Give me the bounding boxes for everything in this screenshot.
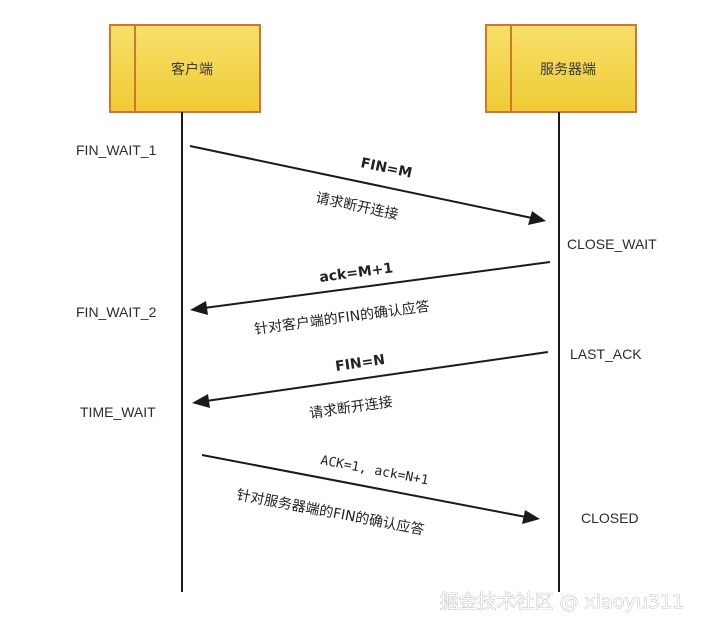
- client-participant: 客户端: [109, 24, 261, 113]
- client-label: 客户端: [171, 61, 213, 78]
- server-label: 服务器端: [540, 62, 596, 78]
- message-4-arrow-line: [201, 454, 527, 518]
- message-3-arrow-line: [205, 351, 549, 402]
- message-3-sublabel: 请求断开连接: [308, 393, 394, 422]
- message-1: FIN=M 请求断开连接: [189, 145, 546, 225]
- message-4-label: ACK=1, ack=N+1: [319, 453, 429, 488]
- message-2: ack=M+1 针对客户端的FIN的确认应答: [190, 260, 551, 338]
- message-2-label: ack=M+1: [318, 260, 394, 286]
- message-3: FIN=N 请求断开连接: [192, 351, 549, 422]
- client-state-time-wait: TIME_WAIT: [80, 404, 156, 420]
- message-1-arrow-line: [189, 145, 533, 219]
- message-2-arrowhead: [190, 301, 208, 315]
- server-state-closed: CLOSED: [581, 510, 639, 526]
- message-4-arrowhead: [522, 510, 540, 524]
- message-4: ACK=1, ack=N+1 针对服务器端的FIN的确认应答: [201, 453, 540, 539]
- message-2-arrow-line: [203, 261, 551, 309]
- watermark: 掘金技术社区 @ xiaoyu311: [440, 591, 684, 613]
- message-2-sublabel: 针对客户端的FIN的确认应答: [253, 298, 430, 338]
- server-state-close-wait: CLOSE_WAIT: [567, 236, 657, 252]
- server-participant: 服务器端: [485, 24, 637, 113]
- message-1-label: FIN=M: [359, 155, 413, 181]
- client-state-fin-wait-2: FIN_WAIT_2: [76, 304, 157, 320]
- client-state-fin-wait-1: FIN_WAIT_1: [76, 142, 157, 158]
- message-3-arrowhead: [192, 394, 210, 408]
- message-4-sublabel: 针对服务器端的FIN的确认应答: [235, 486, 425, 538]
- message-1-sublabel: 请求断开连接: [314, 189, 400, 223]
- server-state-last-ack: LAST_ACK: [570, 346, 642, 362]
- message-1-arrowhead: [528, 211, 546, 225]
- message-3-label: FIN=N: [334, 352, 386, 375]
